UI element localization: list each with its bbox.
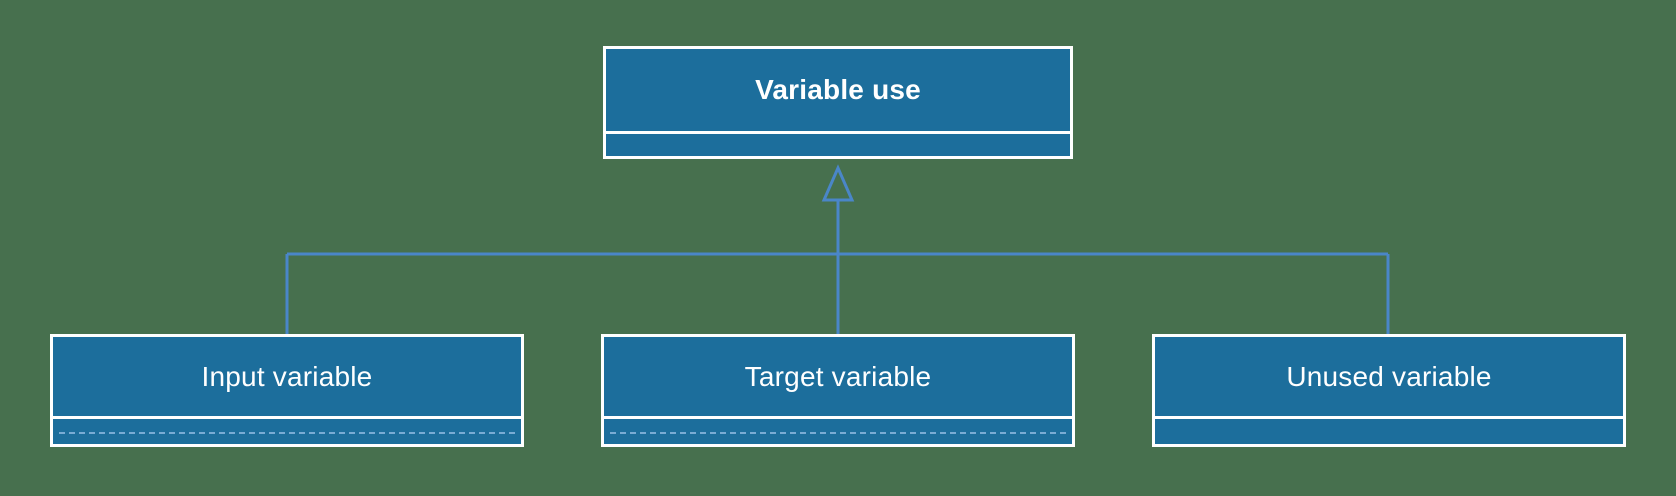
uml-class-name: Variable use bbox=[755, 74, 921, 105]
uml-compartment-divider bbox=[606, 131, 1070, 134]
uml-members-compartment bbox=[1155, 419, 1623, 444]
uml-class-name: Unused variable bbox=[1286, 360, 1492, 392]
uml-compartment-divider bbox=[604, 416, 1072, 419]
uml-members-compartment bbox=[606, 134, 1070, 156]
uml-class-unused-variable[interactable]: Unused variable bbox=[1152, 334, 1626, 447]
members-placeholder-line bbox=[610, 431, 1066, 434]
uml-title-compartment: Target variable bbox=[604, 337, 1072, 416]
uml-title-compartment: Variable use bbox=[606, 49, 1070, 131]
inheritance-triangle-icon bbox=[821, 164, 855, 202]
uml-title-compartment: Input variable bbox=[53, 337, 521, 416]
uml-title-compartment: Unused variable bbox=[1155, 337, 1623, 416]
uml-class-target-variable[interactable]: Target variable bbox=[601, 334, 1075, 447]
members-placeholder-line bbox=[59, 431, 515, 434]
uml-members-compartment bbox=[53, 419, 521, 444]
uml-compartment-divider bbox=[1155, 416, 1623, 419]
uml-compartment-divider bbox=[53, 416, 521, 419]
uml-members-compartment bbox=[604, 419, 1072, 444]
uml-class-name: Target variable bbox=[744, 360, 932, 392]
uml-class-name: Input variable bbox=[201, 360, 373, 392]
uml-class-input-variable[interactable]: Input variable bbox=[50, 334, 524, 447]
uml-class-variable-use[interactable]: Variable use bbox=[603, 46, 1073, 159]
